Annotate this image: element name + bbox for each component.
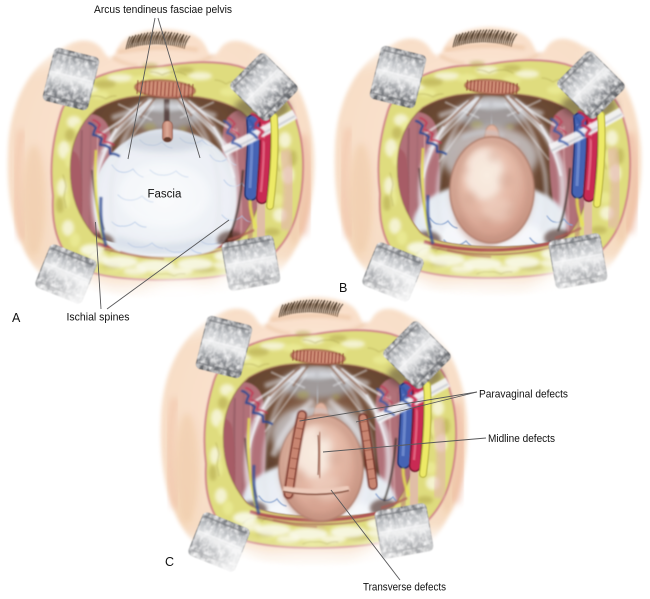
svg-text:C: C xyxy=(165,555,174,569)
svg-text:Transverse defects: Transverse defects xyxy=(363,582,446,594)
svg-text:Midline defects: Midline defects xyxy=(488,433,555,445)
svg-text:A: A xyxy=(12,311,21,325)
svg-text:Ischial spines: Ischial spines xyxy=(67,312,130,324)
svg-text:Paravaginal defects: Paravaginal defects xyxy=(479,389,568,401)
svg-text:B: B xyxy=(339,281,347,295)
svg-text:Fascia: Fascia xyxy=(148,189,182,201)
svg-text:Arcus tendineus fasciae pelvis: Arcus tendineus fasciae pelvis xyxy=(94,4,232,16)
